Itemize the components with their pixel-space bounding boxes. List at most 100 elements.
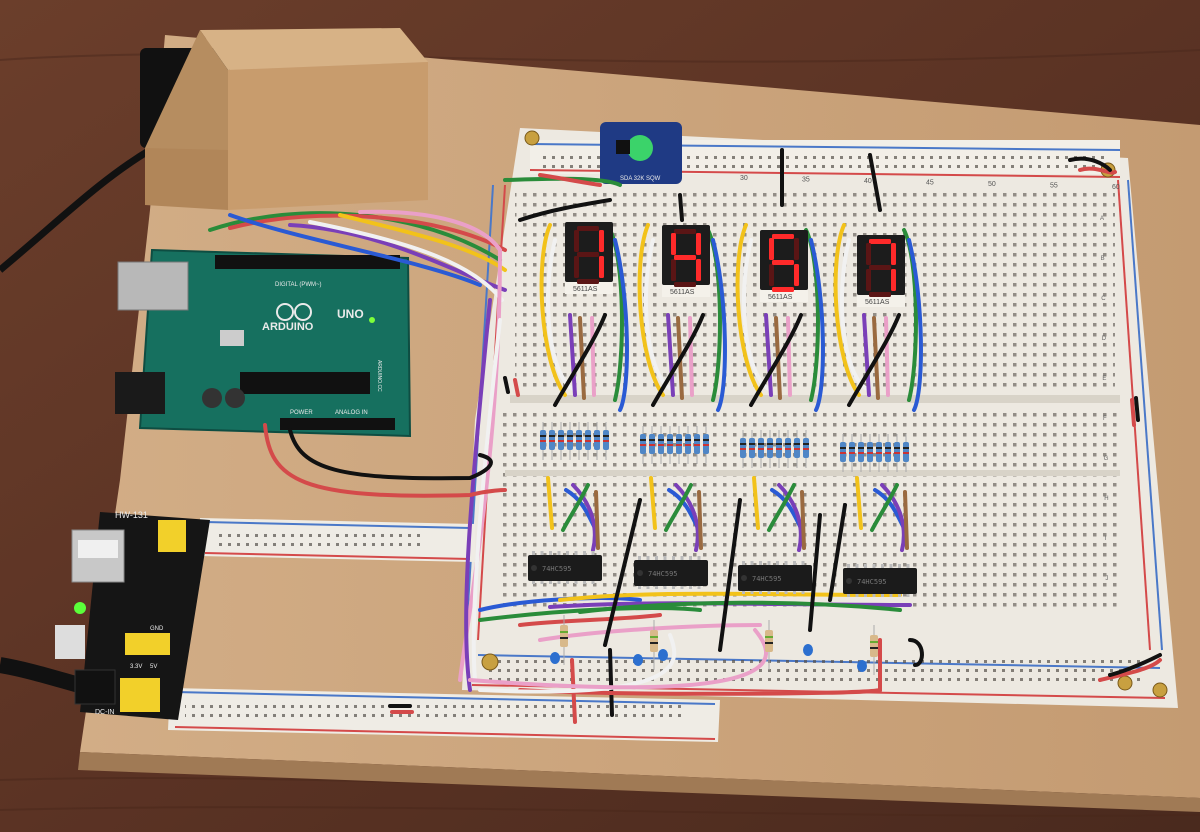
jumper-wire bbox=[503, 376, 510, 394]
jumper-wire bbox=[880, 483, 906, 552]
jumper-wire bbox=[752, 476, 760, 530]
resistor bbox=[658, 426, 664, 464]
resistor bbox=[767, 430, 773, 468]
breadboard-strip-upper bbox=[200, 518, 475, 562]
resistor bbox=[858, 434, 864, 472]
power-led-icon bbox=[74, 602, 86, 614]
column-number: 50 bbox=[988, 181, 996, 188]
resistor bbox=[585, 422, 591, 460]
capacitor bbox=[658, 649, 668, 661]
segment-c bbox=[599, 256, 604, 278]
resistor bbox=[667, 426, 673, 464]
segment-g bbox=[772, 260, 794, 265]
segment-c bbox=[696, 259, 701, 281]
jumper-wire bbox=[518, 613, 662, 627]
segment-b bbox=[891, 243, 896, 265]
resistor bbox=[876, 434, 882, 472]
column-number: 60 bbox=[1112, 184, 1120, 191]
jumper-wire bbox=[1134, 396, 1140, 422]
jumper-wire bbox=[561, 483, 590, 532]
resistor bbox=[594, 422, 600, 460]
segment-e bbox=[866, 269, 871, 291]
resistor bbox=[740, 430, 746, 468]
jumper-wire bbox=[478, 633, 677, 694]
segment-g bbox=[869, 265, 891, 270]
jumper-wire bbox=[688, 316, 694, 397]
resistor bbox=[894, 434, 900, 472]
jumper-wire bbox=[678, 193, 684, 222]
resistor bbox=[603, 422, 609, 460]
segment-a bbox=[577, 226, 599, 231]
shift-register-chip: 74HC595 bbox=[738, 561, 812, 594]
segment-d bbox=[772, 287, 794, 292]
column-number: 55 bbox=[1050, 183, 1058, 190]
row-letter: J bbox=[1105, 576, 1108, 582]
resistor-banks bbox=[540, 422, 909, 675]
jumper-wire bbox=[1108, 653, 1162, 677]
jumper-wire bbox=[764, 313, 773, 397]
capacitor bbox=[550, 652, 560, 664]
power-module-33v: 3.3V bbox=[130, 664, 142, 670]
resistor bbox=[885, 434, 891, 472]
resistor bbox=[849, 434, 855, 472]
jumper-wire bbox=[711, 238, 727, 412]
jumper-wire bbox=[471, 318, 502, 682]
jumper-wire bbox=[603, 498, 642, 647]
breadboard-strip-lower bbox=[168, 688, 720, 742]
segment-f bbox=[769, 238, 774, 260]
row-letter: H bbox=[1104, 496, 1108, 502]
jumper-wire bbox=[651, 313, 705, 407]
arduino-url: ARDUINO.CC bbox=[376, 360, 382, 392]
display-part-label: 5611AS bbox=[670, 289, 695, 296]
segment-a bbox=[674, 229, 696, 234]
seven-segment-display: 5611AS bbox=[760, 230, 808, 302]
jumper-wire bbox=[697, 490, 703, 550]
power-module-gnd: GND bbox=[150, 626, 164, 632]
capacitor bbox=[803, 644, 813, 656]
segment-g bbox=[577, 252, 599, 257]
display-part-label: 5611AS bbox=[865, 299, 890, 306]
segment-f bbox=[866, 243, 871, 265]
resistor bbox=[840, 434, 846, 472]
capacitor bbox=[633, 654, 643, 666]
arduino-uno-board: ARDUINO UNO DIGITAL (PWM~) POWER ANALOG … bbox=[115, 248, 412, 438]
jumper-wire bbox=[870, 483, 899, 532]
resistor bbox=[694, 426, 700, 464]
jumper-wire bbox=[558, 591, 902, 602]
jumper-wire bbox=[786, 316, 792, 397]
arduino-power-label: POWER bbox=[290, 410, 313, 416]
chip-label: 74HC595 bbox=[648, 570, 678, 578]
resistor bbox=[776, 430, 782, 468]
resistor bbox=[640, 426, 646, 464]
jumper-wires bbox=[208, 148, 1162, 724]
row-letter: A bbox=[1100, 216, 1104, 222]
segment-e bbox=[574, 256, 579, 278]
resistor bbox=[650, 620, 658, 670]
jumper-wire bbox=[338, 213, 507, 272]
resistor bbox=[567, 422, 573, 460]
row-letter: D bbox=[1102, 336, 1107, 342]
power-module-model: HW-131 bbox=[115, 510, 148, 520]
arduino-logo-icon bbox=[276, 303, 294, 321]
jumper-wire bbox=[828, 503, 847, 602]
column-number: 30 bbox=[740, 175, 748, 182]
jumper-wire bbox=[464, 298, 492, 692]
arduino-brand: ARDUINO bbox=[262, 321, 314, 333]
resistor bbox=[558, 422, 564, 460]
segment-f bbox=[574, 230, 579, 252]
jumper-wire bbox=[518, 198, 612, 222]
seven-segment-display: 5611AS bbox=[662, 225, 710, 297]
segment-c bbox=[794, 264, 799, 286]
jumper-wire bbox=[1130, 398, 1136, 427]
resistor bbox=[758, 430, 764, 468]
display-part-label: 5611AS bbox=[573, 286, 598, 293]
jumper-wire bbox=[767, 483, 796, 532]
segment-b bbox=[696, 233, 701, 255]
jumper-wire bbox=[777, 483, 803, 552]
jumper-wire bbox=[613, 238, 629, 412]
column-number: 40 bbox=[864, 178, 872, 185]
seven-segment-display: 5611AS bbox=[857, 235, 905, 307]
jumper-wire bbox=[735, 223, 763, 397]
rtc-module: SDA 32K SQW bbox=[600, 122, 682, 184]
